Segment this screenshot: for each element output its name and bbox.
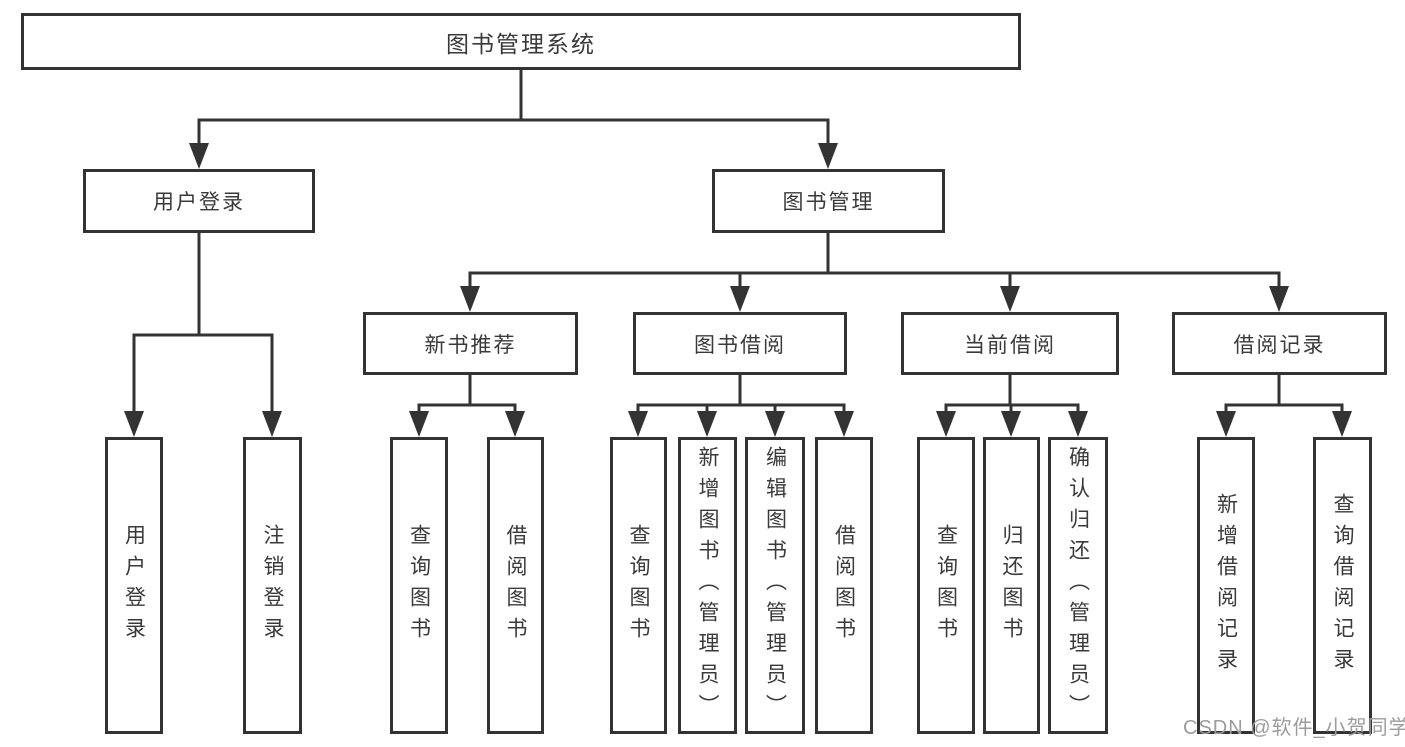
arrowhead-down-icon: [628, 411, 854, 437]
node-book-management-label: 图书管理: [782, 191, 875, 214]
arrowhead-down-icon: [189, 143, 838, 169]
leaf-records-new-record: 新增借阅记录: [1197, 437, 1255, 734]
leaf-borrowing-add-book-admin: 新增图书（管理员）: [678, 437, 737, 734]
node-new-book-recommendation-label: 新书推荐: [424, 333, 517, 357]
watermark: CSDN @软件_小贺同学: [1183, 717, 1405, 739]
leaf-records-query-record: 查询借阅记录: [1313, 437, 1372, 734]
node-book-system: 图书管理系统: [21, 13, 1021, 70]
branch-user-login-lines: [132, 231, 274, 419]
branch-user-login: [124, 231, 282, 437]
leaf-borrowing-borrow-book: 借阅图书: [815, 437, 873, 734]
branch-book-borrowing: [628, 373, 854, 437]
leaf-records-new-record-label: 新增借阅记录: [1214, 492, 1238, 679]
node-book-system-label: 图书管理系统: [446, 30, 596, 57]
arrowhead-down-icon: [936, 411, 1088, 437]
branch-borrowing-records: [1216, 373, 1352, 437]
leaf-current-return-book: 归还图书: [983, 437, 1040, 734]
branch-root-lines: [197, 68, 830, 151]
branch-current-borrowing: [936, 373, 1088, 437]
branch-new-book-recommendation-lines: [417, 373, 517, 417]
arrowhead-down-icon: [124, 411, 282, 437]
branch-book-borrowing-lines: [636, 373, 846, 417]
branch-borrowing-records-lines: [1224, 373, 1344, 417]
leaf-recommend-borrow-book: 借阅图书: [487, 437, 544, 734]
node-borrowing-records: 借阅记录: [1172, 312, 1387, 375]
node-borrowing-records-label: 借阅记录: [1233, 333, 1326, 357]
node-book-management: 图书管理: [712, 169, 945, 233]
leaf-current-return-book-label: 归还图书: [1000, 523, 1023, 648]
branch-current-borrowing-lines: [944, 373, 1080, 417]
leaf-borrowing-add-book-admin-label: 新增图书（管理员）: [696, 446, 719, 725]
node-current-borrowing-label: 当前借阅: [964, 333, 1056, 357]
node-book-borrowing-label: 图书借阅: [694, 333, 786, 357]
arrowhead-down-icon: [460, 286, 1289, 312]
leaf-borrowing-query-book: 查询图书: [610, 437, 667, 734]
arrowhead-down-icon: [409, 411, 525, 437]
leaf-recommend-query-book-label: 查询图书: [407, 523, 431, 648]
branch-root: [189, 68, 838, 169]
leaf-recommend-query-book: 查询图书: [390, 437, 448, 734]
leaf-logout-label: 注销登录: [261, 523, 284, 648]
leaf-logout: 注销登录: [243, 437, 302, 734]
leaf-borrowing-query-book-label: 查询图书: [627, 523, 650, 648]
leaf-borrowing-edit-book-admin-label: 编辑图书（管理员）: [763, 446, 787, 725]
arrowhead-down-icon: [1216, 411, 1352, 437]
node-user-login-label: 用户登录: [153, 191, 245, 214]
node-new-book-recommendation: 新书推荐: [363, 312, 578, 375]
node-user-login: 用户登录: [83, 169, 315, 233]
leaf-current-confirm-return-admin-label: 确认归还（管理员）: [1066, 446, 1090, 725]
leaf-recommend-borrow-book-label: 借阅图书: [504, 523, 527, 648]
leaf-records-query-record-label: 查询借阅记录: [1331, 492, 1354, 679]
leaf-borrowing-borrow-book-label: 借阅图书: [832, 523, 856, 648]
leaf-user-login-label: 用户登录: [122, 523, 146, 648]
node-book-borrowing: 图书借阅: [633, 312, 847, 375]
branch-book-management-lines: [468, 231, 1281, 294]
leaf-borrowing-edit-book-admin: 编辑图书（管理员）: [745, 437, 805, 734]
node-current-borrowing: 当前借阅: [901, 312, 1119, 375]
leaf-current-query-book: 查询图书: [917, 437, 975, 734]
leaf-user-login: 用户登录: [105, 437, 163, 734]
leaf-current-query-book-label: 查询图书: [934, 523, 958, 648]
branch-book-management: [460, 231, 1289, 312]
branch-new-book-recommendation: [409, 373, 525, 437]
leaf-current-confirm-return-admin: 确认归还（管理员）: [1048, 437, 1108, 734]
